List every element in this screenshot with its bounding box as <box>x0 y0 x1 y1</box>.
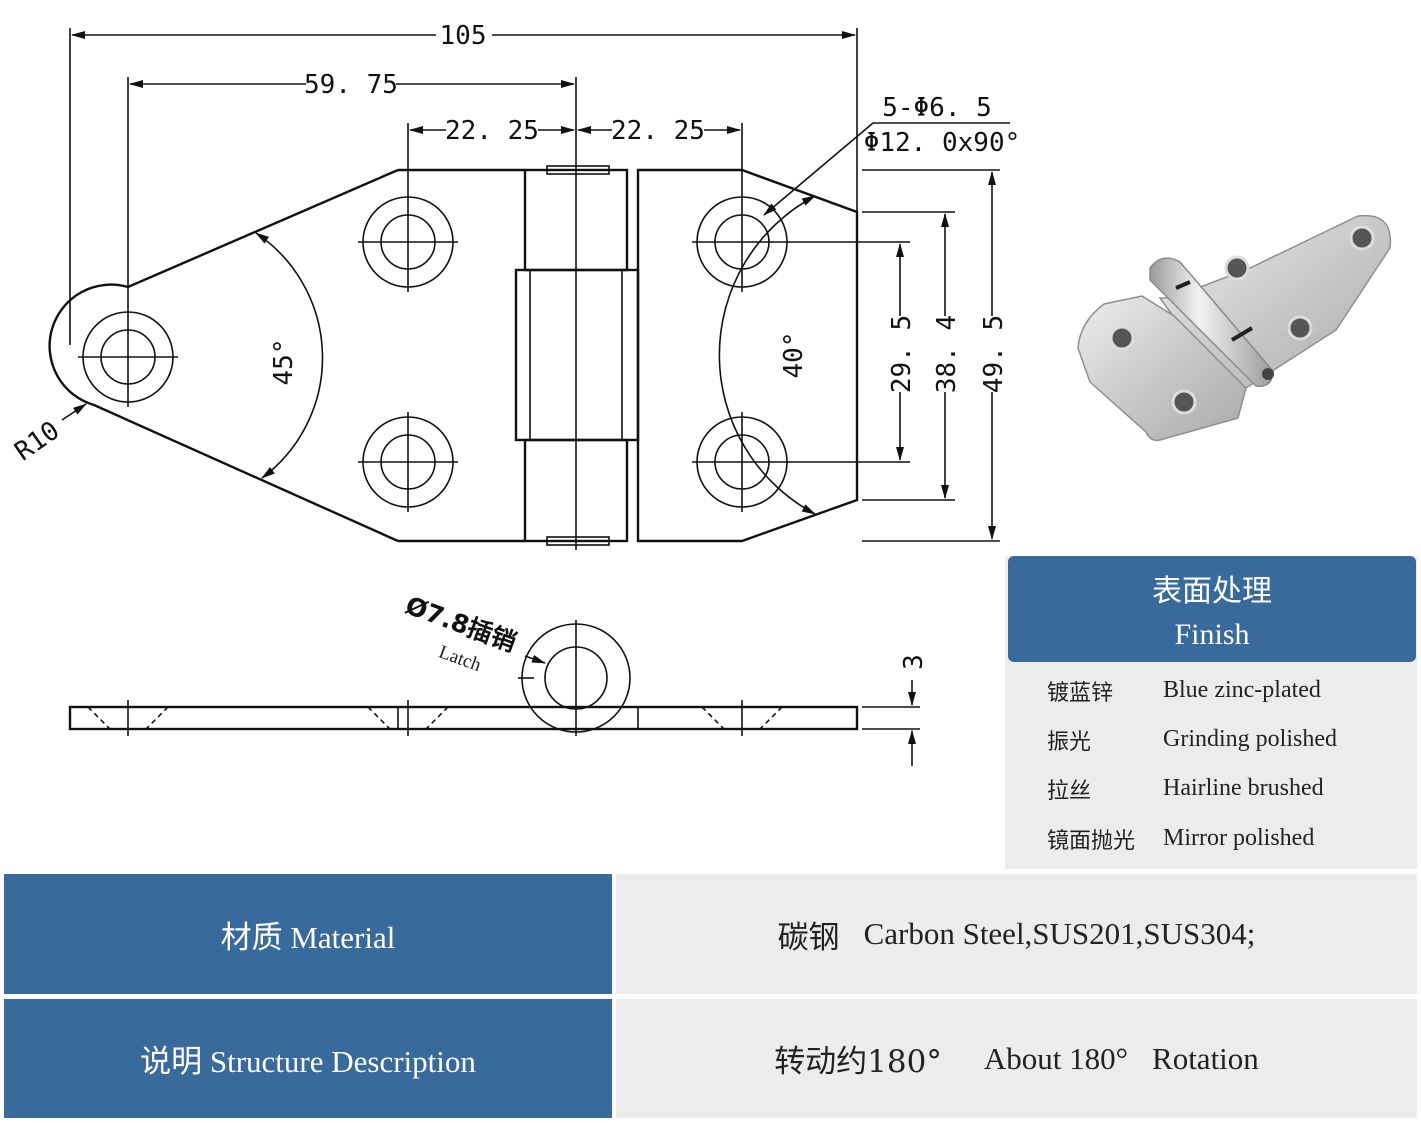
angle-left: 45° <box>269 339 299 386</box>
hole-pivot <box>78 307 178 407</box>
finish-item-cn: 拉丝 <box>1047 779 1092 804</box>
dim-overall-height: 49. 5 <box>979 315 1009 393</box>
finish-item-en: Grinding polished <box>1163 726 1337 752</box>
finish-title-cn: 表面处理 <box>1152 574 1272 609</box>
dim-pin-to-center: 59. 75 <box>304 70 398 100</box>
finish-item-cn: 镀蓝锌 <box>1047 681 1114 706</box>
material-value-en: Carbon Steel,SUS201,SUS304; <box>863 916 1256 951</box>
mounting-holes <box>78 192 792 512</box>
knuckle-middle <box>514 268 640 442</box>
finish-item-cn: 镜面抛光 <box>1047 829 1136 854</box>
structure-value-en: About 180° <box>983 1040 1129 1076</box>
right-leaf-outline <box>636 168 859 543</box>
finish-title-en: Finish <box>1174 618 1250 651</box>
dim-left-hole-offset: 22. 25 <box>445 116 539 146</box>
holes-callout-line1: 5-Φ6. 5 <box>882 93 992 123</box>
material-value: 碳钢 Carbon Steel,SUS201,SUS304; <box>616 874 1417 994</box>
finish-panel: 表面处理 Finish 镀蓝锌 Blue zinc-plated 振光 Grin… <box>1005 556 1417 869</box>
side-view: Ø7.8插销 Latch 3 <box>68 591 929 766</box>
pin-callout-en: Latch <box>436 642 484 677</box>
finish-item-en: Blue zinc-plated <box>1163 677 1321 703</box>
material-label: 材质 Material <box>4 874 612 994</box>
hinge-product-image <box>1077 214 1392 442</box>
finish-item-en: Hairline brushed <box>1163 775 1324 801</box>
dim-right-hole-offset: 22. 25 <box>611 116 705 146</box>
material-value-cn: 碳钢 <box>777 919 840 956</box>
finish-item: 拉丝 Hairline brushed <box>1005 767 1417 813</box>
finish-item-en: Mirror polished <box>1163 825 1315 851</box>
hole-right-bottom <box>692 412 792 512</box>
dim-overall-width: 105 <box>440 21 487 51</box>
structure-value: 转动约180° About 180° Rotation <box>616 999 1417 1118</box>
holes-callout-line2: Φ12. 0x90° <box>864 128 1021 158</box>
top-view <box>48 160 859 550</box>
finish-item: 振光 Grinding polished <box>1005 718 1417 764</box>
dim-edge-height: 38. 4 <box>932 315 962 393</box>
hole-left-bottom <box>358 412 458 512</box>
dim-radius: R10 <box>10 416 66 468</box>
structure-label: 说明 Structure Description <box>4 999 612 1118</box>
angle-right: 40° <box>779 332 809 379</box>
dimension-lines: 105 59. 75 22. 25 22. 25 5-Φ6. 5 Φ12. 0x… <box>10 21 1021 542</box>
finish-item: 镜面抛光 Mirror polished <box>1005 817 1417 863</box>
hinge-technical-drawing: 105 59. 75 22. 25 22. 25 5-Φ6. 5 Φ12. 0x… <box>10 21 1392 766</box>
dim-hole-spacing: 29. 5 <box>887 315 917 393</box>
structure-value-cn: 转动约180° <box>774 1044 942 1080</box>
finish-header: 表面处理 Finish <box>1008 556 1416 662</box>
hole-left-top <box>358 192 458 292</box>
dim-thickness: 3 <box>899 654 929 670</box>
hole-right-top <box>692 192 792 292</box>
left-leaf-outline <box>48 168 399 543</box>
structure-value-en2: Rotation <box>1152 1040 1259 1076</box>
finish-item: 镀蓝锌 Blue zinc-plated <box>1005 669 1417 715</box>
finish-item-cn: 振光 <box>1047 730 1092 755</box>
